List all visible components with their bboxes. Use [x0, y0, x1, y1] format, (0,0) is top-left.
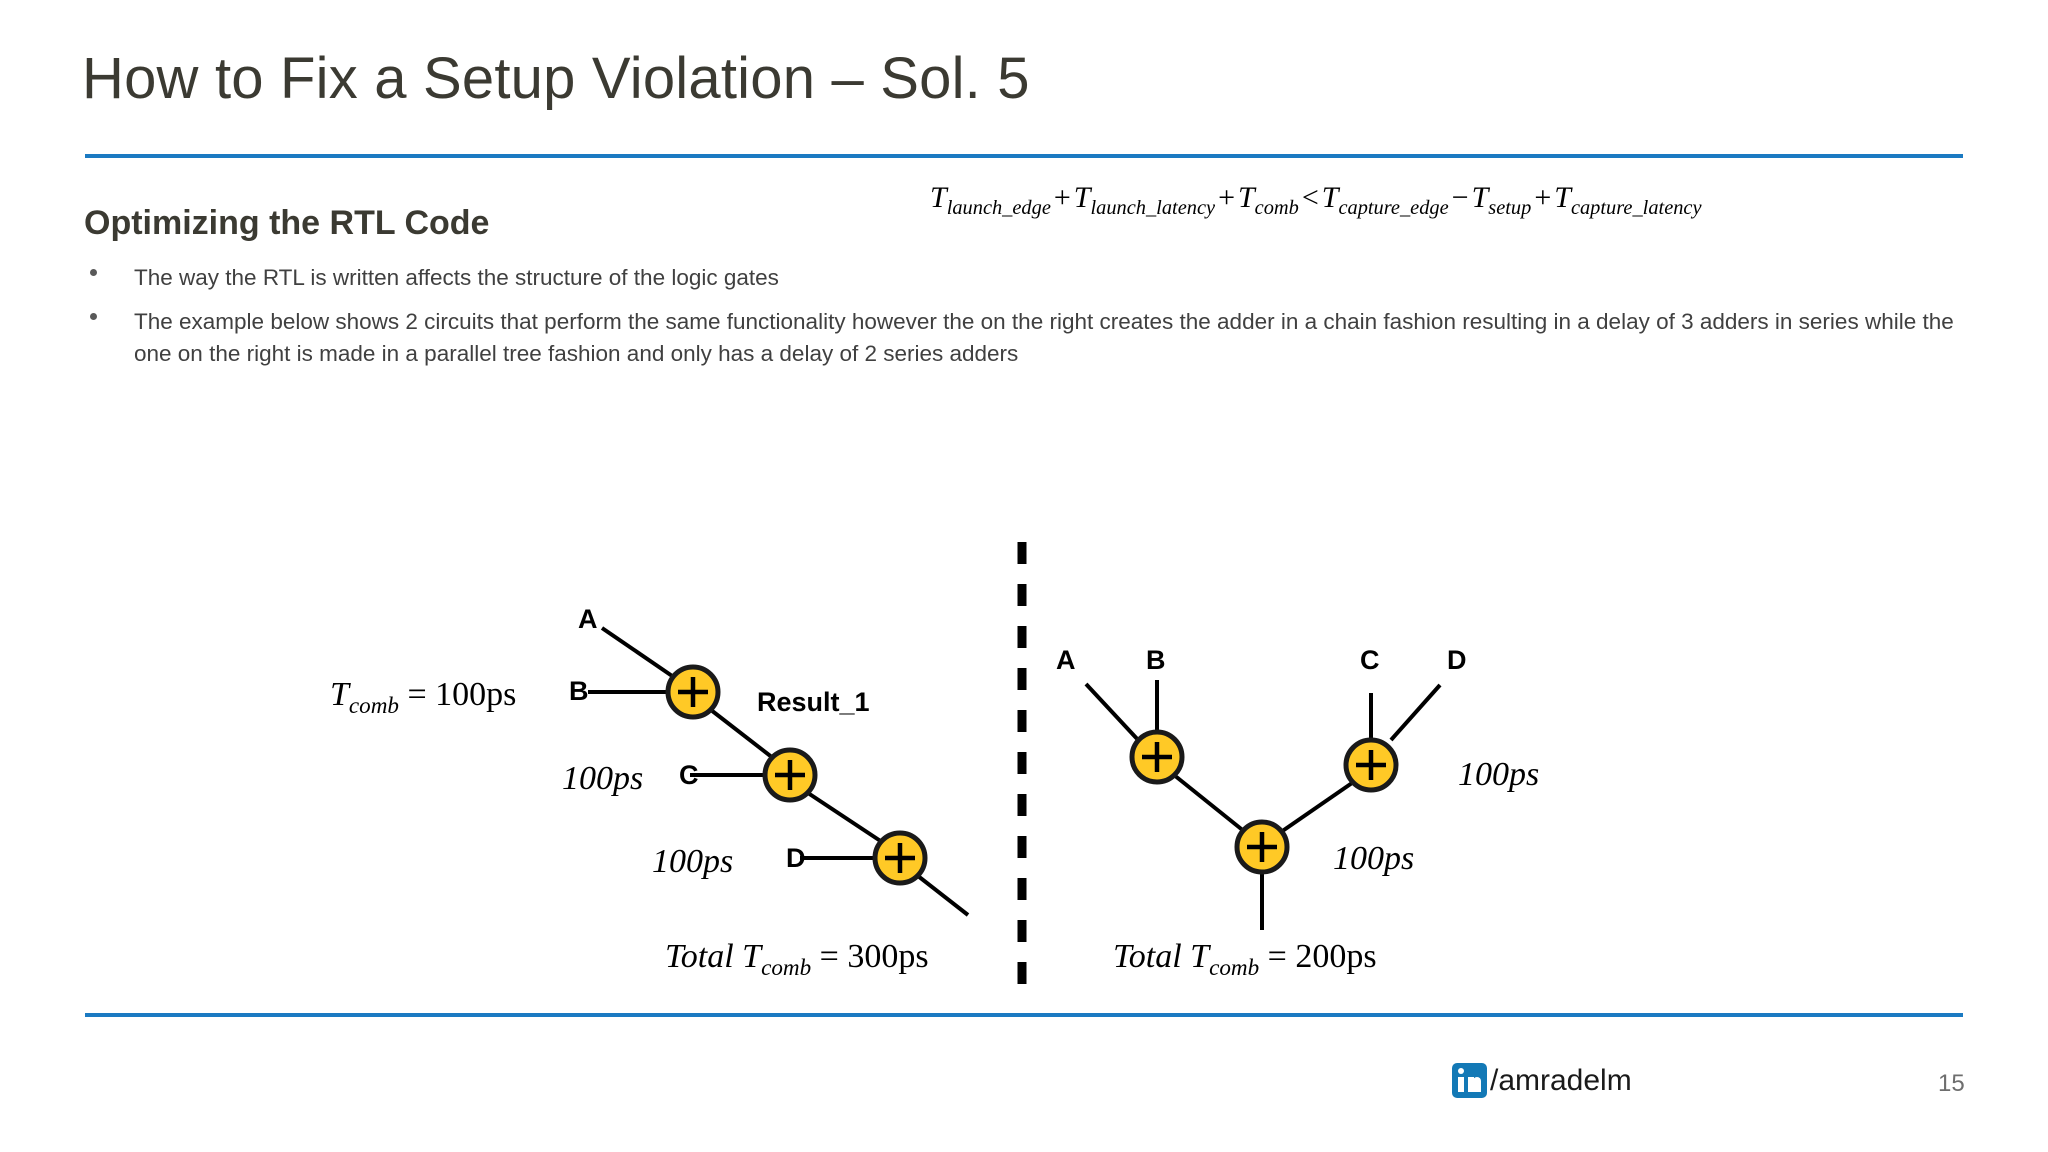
- tree-delay-bottom-label: 100ps: [1333, 840, 1415, 877]
- linkedin-handle-text: /amradelm: [1490, 1063, 1632, 1097]
- bullet-dot-icon: [90, 269, 97, 277]
- adder-node-chain-2: [762, 747, 818, 803]
- equation-term-5-sub: setup: [1488, 197, 1532, 219]
- page-title: How to Fix a Setup Violation – Sol. 5: [82, 46, 1030, 111]
- tree-total-value: = 200ps: [1267, 938, 1377, 975]
- wire-d-to-adder-cd: [1389, 683, 1442, 742]
- wire-adder-ab-to-sum: [1172, 773, 1247, 834]
- tree-input-c-label: C: [1360, 645, 1380, 675]
- equation-term-5-var: T: [1471, 181, 1489, 214]
- tree-total-sub: comb: [1209, 954, 1260, 981]
- chain-delay-2-label: 100ps: [562, 760, 644, 797]
- wire-adder-cd-to-sum: [1279, 781, 1354, 834]
- chain-total-sub: comb: [761, 954, 812, 981]
- equation-term-2-var: T: [1073, 181, 1091, 214]
- section-heading: Optimizing the RTL Code: [84, 204, 490, 242]
- equation-term-1-var: T: [930, 181, 947, 214]
- top-divider-rule: [85, 154, 1963, 158]
- tree-total-prefix: Total T: [1113, 938, 1210, 975]
- page-number: 15: [1938, 1070, 1965, 1097]
- equation-op-4: −: [1451, 181, 1469, 214]
- setup-timing-equation: Tlaunch_edge+Tlaunch_latency+Tcomb<Tcapt…: [930, 181, 1702, 220]
- chain-delay-3-label: 100ps: [652, 843, 734, 880]
- tree-input-a-label: A: [1056, 645, 1076, 675]
- chain-input-d-label: D: [786, 843, 806, 873]
- tree-input-b-label: B: [1146, 645, 1166, 675]
- chain-total-prefix: Total T: [665, 938, 762, 975]
- tree-delay-top-label: 100ps: [1458, 756, 1540, 793]
- equation-op-1: +: [1053, 181, 1071, 214]
- chain-input-c-label: C: [679, 760, 699, 790]
- wire-adder2-to-adder3: [806, 791, 884, 844]
- equation-term-3-sub: comb: [1254, 197, 1299, 219]
- bullet-item: The way the RTL is written affects the s…: [84, 262, 1954, 294]
- bullet-text: The example below shows 2 circuits that …: [134, 309, 1954, 366]
- chain-tcomb-label: Tcomb = 100ps: [330, 676, 516, 720]
- equation-term-6-sub: capture_latency: [1570, 197, 1702, 219]
- linkedin-icon[interactable]: [1452, 1063, 1487, 1098]
- adder-node-chain-3: [872, 830, 928, 886]
- tree-total-tcomb-label: Total Tcomb = 200ps: [1113, 938, 1377, 982]
- adder-node-chain-1: [665, 664, 721, 720]
- chain-input-b-label: B: [569, 676, 589, 706]
- wire-adder3-output: [916, 874, 970, 917]
- equation-op-2: +: [1218, 181, 1235, 214]
- linkedin-handle[interactable]: /amradelm: [1452, 1063, 1632, 1098]
- chain-tcomb-value: = 100ps: [407, 676, 517, 713]
- equation-op-5: +: [1534, 181, 1552, 214]
- chain-total-tcomb-label: Total Tcomb = 300ps: [665, 938, 929, 982]
- equation-term-4-sub: capture_edge: [1338, 197, 1449, 219]
- bullet-text: The way the RTL is written affects the s…: [134, 265, 779, 290]
- adder-node-tree-ab: [1129, 729, 1185, 785]
- chain-tcomb-sub: comb: [348, 692, 399, 719]
- tree-input-d-label: D: [1447, 645, 1467, 675]
- equation-term-2-sub: launch_latency: [1090, 197, 1216, 219]
- chain-input-a-label: A: [578, 604, 598, 634]
- equation-op-3: <: [1301, 181, 1319, 214]
- equation-term-3-var: T: [1237, 181, 1255, 214]
- adder-node-tree-cd: [1343, 737, 1399, 793]
- wire-a-to-adder1: [600, 626, 680, 682]
- equation-term-1-sub: launch_edge: [946, 197, 1051, 219]
- chain-total-value: = 300ps: [819, 938, 929, 975]
- wire-a-to-adder-ab: [1084, 682, 1142, 744]
- adder-node-tree-sum: [1234, 819, 1290, 875]
- chain-tcomb-var: T: [330, 676, 349, 713]
- equation-term-4-var: T: [1321, 181, 1339, 214]
- bullet-item: The example below shows 2 circuits that …: [84, 306, 1954, 370]
- chain-output-result-label: Result_1: [757, 687, 870, 717]
- bottom-divider-rule: [85, 1013, 1963, 1017]
- bullet-dot-icon: [90, 313, 97, 321]
- equation-term-6-var: T: [1554, 181, 1571, 214]
